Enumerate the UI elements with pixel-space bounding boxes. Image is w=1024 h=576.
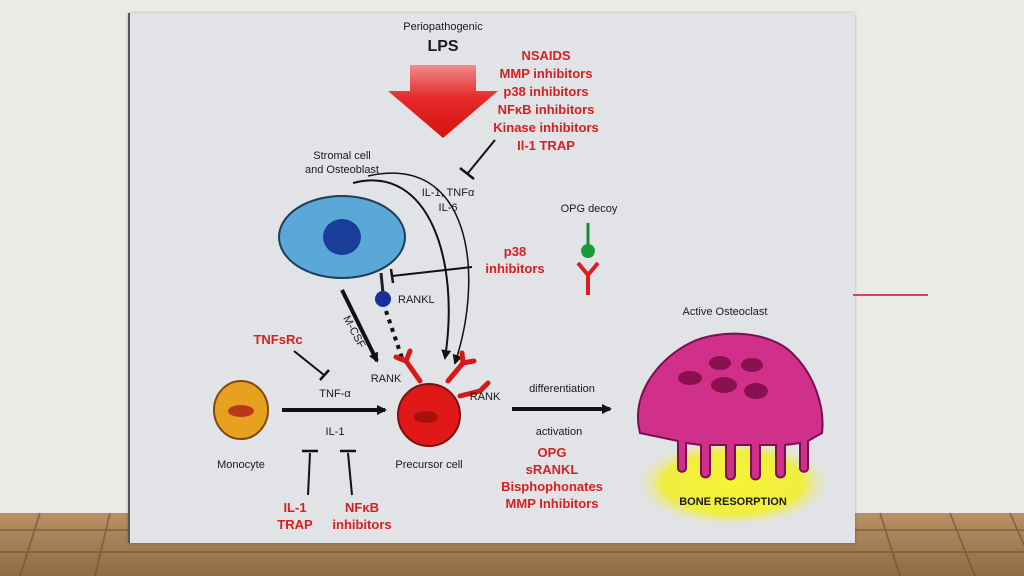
osteoclast-inhibitor-item: MMP Inhibitors	[506, 496, 599, 511]
stromal-cell-label-line1: Stromal cell	[313, 150, 370, 162]
active-osteoclast-label: Active Osteoclast	[683, 306, 768, 318]
opg-decoy-label: OPG decoy	[561, 203, 618, 215]
rankl-rank-binding	[384, 310, 404, 359]
lps-inhibition-line	[467, 139, 496, 174]
osteoclast-inhibitor-item: OPG	[538, 445, 567, 460]
lps-inhibitor-item: MMP inhibitors	[500, 66, 593, 81]
rank-right-label: RANK	[470, 391, 501, 403]
p38-inhibition-bar	[389, 268, 395, 284]
tnf-alpha-label: TNF-α	[319, 388, 351, 400]
lps-inhibitor-item: NFκB inhibitors	[498, 102, 595, 117]
lps-inhibitor-item: Kinase inhibitors	[493, 120, 598, 135]
nfkb-inhibition-line	[347, 452, 353, 496]
osteoclast-pathway-diagram: Periopathogenic LPS NSAIDS MMP inhibitor…	[213, 21, 833, 532]
cytokine-arrow-inner	[352, 179, 452, 360]
tnfsrc-inhibition-line	[293, 350, 325, 376]
monocyte-nucleus	[228, 405, 254, 417]
p38-inhibition-line	[391, 266, 473, 277]
stromal-cell-label-line2: and Osteoblast	[305, 164, 379, 176]
source-label-line1: Periopathogenic	[403, 21, 483, 33]
precursor-cell-nucleus	[414, 411, 438, 423]
tnfsrc-label: TNFsRc	[253, 332, 302, 347]
rankl-stalk	[379, 272, 385, 294]
p38-inhibitors-label-line2: inhibitors	[485, 261, 544, 276]
il1-label: IL-1	[326, 426, 345, 438]
osteoclast-nuclei	[678, 356, 768, 399]
osteoclast-inhibitors-list: OPG sRANKL Bisphophonates MMP Inhibitors	[501, 445, 603, 511]
nfkb-inhibitors-label-line1: NFκB	[345, 500, 379, 515]
lps-inhibitor-item: NSAIDS	[521, 48, 570, 63]
lps-inhibitor-item: Il-1 TRAP	[517, 138, 575, 153]
tnfsrc-inhibition-bar	[319, 369, 330, 381]
slide-panel: Periopathogenic LPS NSAIDS MMP inhibitor…	[128, 13, 855, 543]
cytokines-label-line1: IL-1, TNFα	[422, 187, 475, 199]
osteoclast-inhibitor-item: sRANKL	[526, 462, 579, 477]
stromal-cell-nucleus	[323, 219, 361, 255]
lps-inhibitor-item: p38 inhibitors	[503, 84, 588, 99]
lps-inhibitors-list: NSAIDS MMP inhibitors p38 inhibitors NFκ…	[493, 48, 598, 153]
mcsf-arrow	[340, 289, 379, 363]
cytokine-arrow-outer	[367, 172, 470, 365]
bone-resorption-label: BONE RESORPTION	[679, 496, 787, 508]
rankl-label: RANKL	[398, 294, 435, 306]
cytokines-label-line2: IL-6	[439, 202, 458, 214]
il1-trap-inhibition-line	[307, 452, 311, 496]
osteoclast-inhibitor-item: Bisphophonates	[501, 479, 603, 494]
monocyte-label: Monocyte	[217, 459, 265, 471]
source-label-line2: LPS	[427, 38, 458, 55]
slide-accent-line	[853, 294, 928, 296]
il1-trap-label-line1: IL-1	[283, 500, 306, 515]
differentiation-label: differentiation	[529, 383, 595, 395]
nfkb-inhibitors-label-line2: inhibitors	[332, 517, 391, 532]
activation-label: activation	[536, 426, 582, 438]
opg-decoy-icon	[576, 223, 600, 295]
precursor-cell-label: Precursor cell	[395, 459, 462, 471]
active-osteoclast-cell	[637, 332, 824, 481]
rank-left-label: RANK	[371, 373, 402, 385]
lps-arrow	[388, 65, 498, 138]
lps-inhibition-bar	[459, 167, 475, 180]
il1-trap-label-line2: TRAP	[277, 517, 313, 532]
precursor-rank-receptors	[393, 348, 491, 399]
rankl-ligand	[375, 291, 391, 307]
p38-inhibitors-label-line1: p38	[504, 244, 526, 259]
